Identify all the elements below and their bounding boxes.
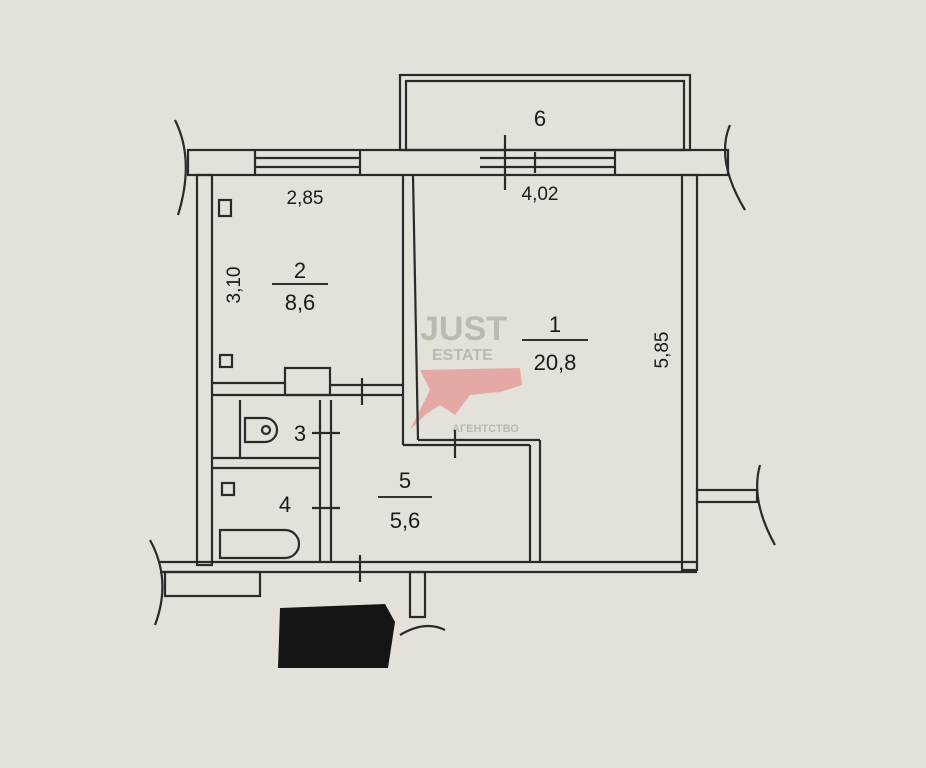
room-4-label: 4 bbox=[279, 492, 291, 517]
redacted-area bbox=[278, 604, 395, 668]
room-5-label: 5 bbox=[399, 468, 411, 493]
room1-depth: 5,85 bbox=[652, 332, 673, 369]
watermark-logo: JUST ESTATE АГЕНТСТВО bbox=[410, 310, 522, 435]
room2-width: 2,85 bbox=[287, 188, 324, 209]
fixtures bbox=[217, 198, 301, 560]
stove-icon bbox=[217, 198, 233, 218]
room-2-area: 8,6 bbox=[285, 290, 316, 315]
room-1-label: 1 bbox=[549, 312, 561, 337]
bathtub-icon bbox=[218, 528, 301, 560]
room-6-label: 6 bbox=[534, 106, 546, 131]
svg-text:ESTATE: ESTATE bbox=[432, 347, 493, 364]
walls bbox=[149, 119, 776, 636]
bull-icon bbox=[410, 368, 522, 430]
room-1-area: 20,8 bbox=[534, 350, 577, 375]
room-5-area: 5,6 bbox=[390, 508, 421, 533]
toilet-icon bbox=[243, 416, 279, 444]
room1-width: 4,02 bbox=[522, 184, 559, 205]
svg-text:JUST: JUST bbox=[420, 310, 507, 348]
room2-depth: 3,10 bbox=[224, 267, 245, 304]
room-2-label: 2 bbox=[294, 258, 306, 283]
sink-icon bbox=[218, 353, 234, 369]
room-3-label: 3 bbox=[294, 421, 306, 446]
svg-text:АГЕНТСТВО: АГЕНТСТВО bbox=[452, 423, 519, 435]
washbasin-icon bbox=[220, 481, 236, 497]
